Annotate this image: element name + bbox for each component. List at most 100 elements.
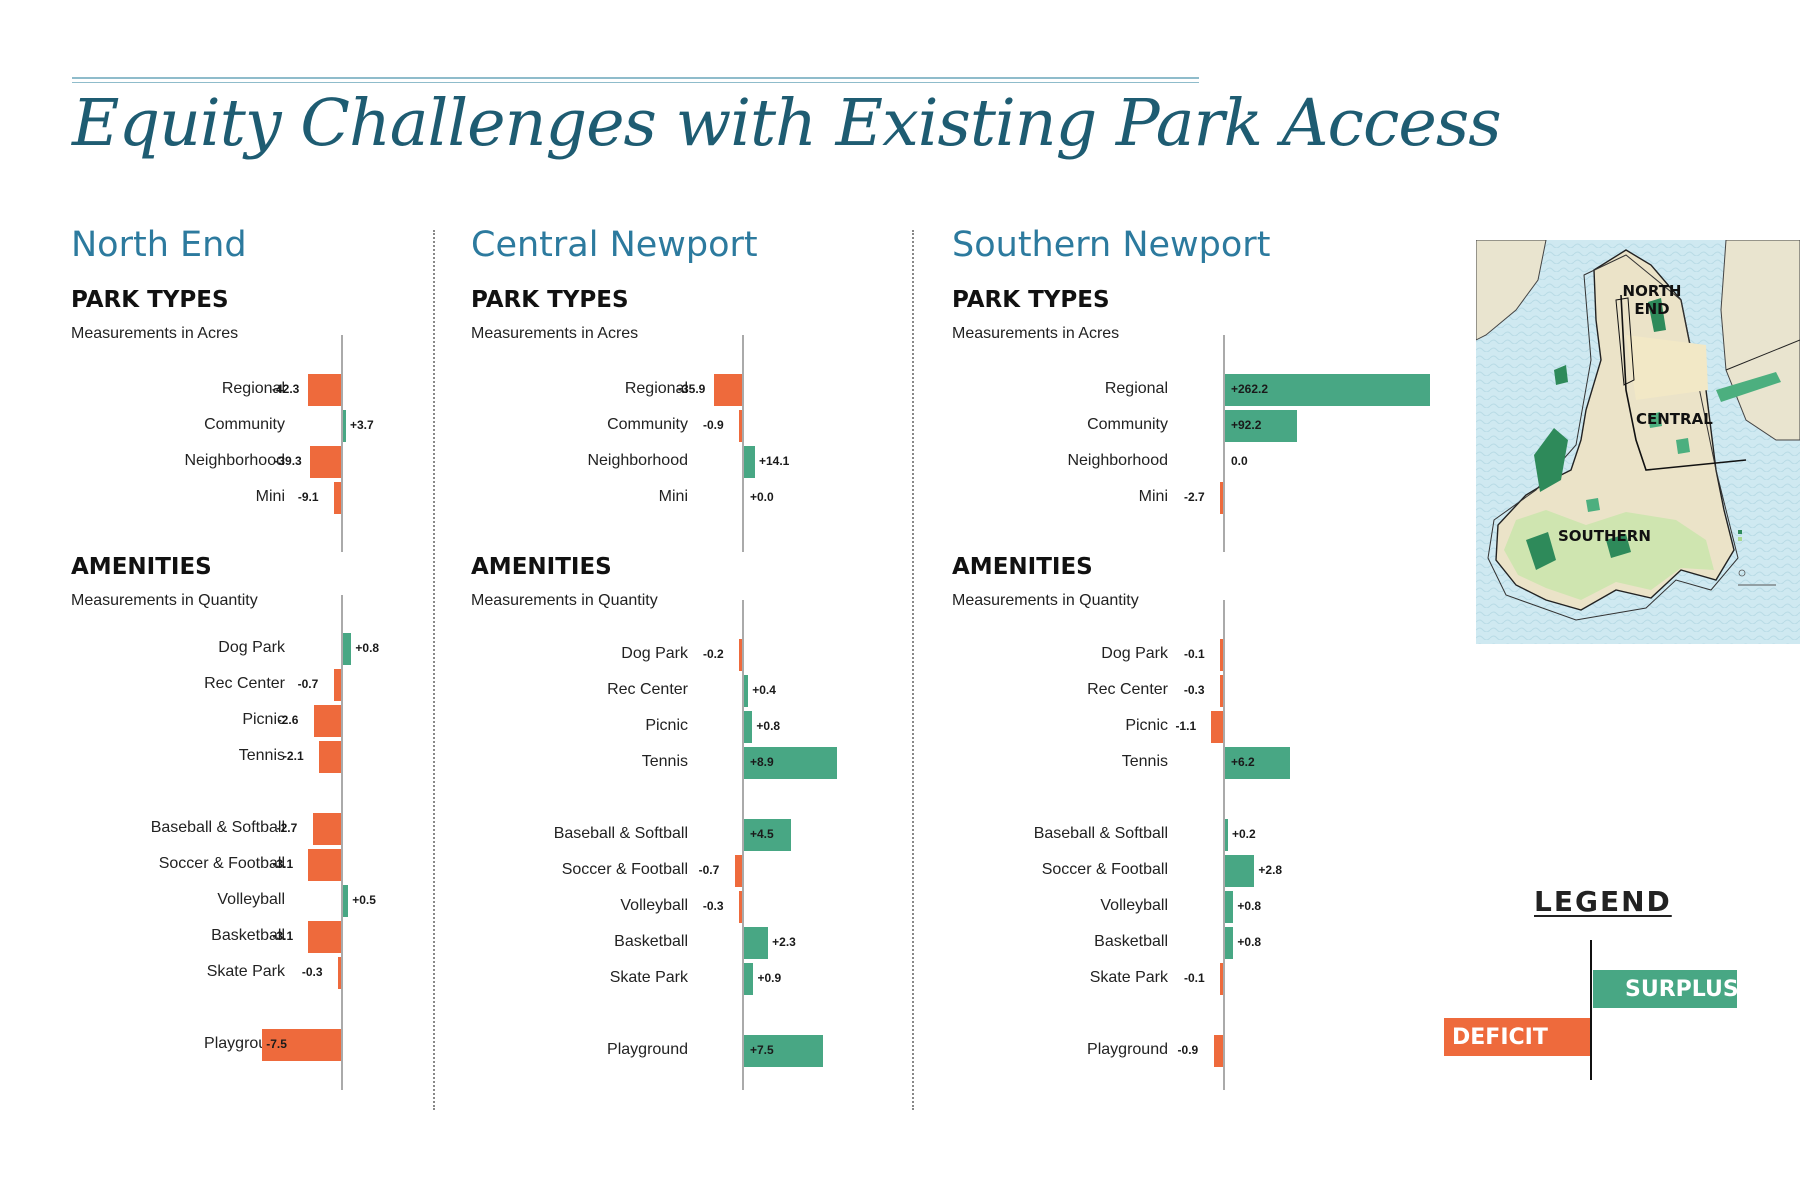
bar-amenity-central-newport-rec-center: [744, 675, 749, 707]
bar-amenity-central-newport-soccer-and-football: [734, 855, 742, 887]
category-label-amenity-central-newport-tennis: Tennis: [641, 753, 688, 770]
bar-amenity-north-end-tennis: [318, 741, 341, 773]
bar-amenity-north-end-skate-park: [337, 957, 341, 989]
column-divider-2: [912, 230, 914, 1110]
value-label-amenity-north-end-tennis: -2.1: [282, 749, 304, 763]
axis-amenities-north-end: [341, 595, 343, 1090]
value-label-amenity-central-newport-soccer-and-football: -0.7: [698, 863, 720, 877]
category-label-amenity-central-newport-baseball-and-softball: Baseball & Softball: [553, 825, 688, 842]
value-label-park-southern-newport-regional: +262.2: [1231, 382, 1269, 396]
axis-park-types-central-newport: [742, 335, 744, 552]
category-label-amenity-central-newport-skate-park: Skate Park: [609, 969, 688, 986]
legend-surplus: SURPLUS: [1593, 970, 1739, 1008]
category-label-amenity-southern-newport-baseball-and-softball: Baseball & Softball: [1033, 825, 1168, 842]
section-title-park-types-southern-newport: PARK TYPES: [952, 287, 1110, 313]
bar-amenity-southern-newport-skate-park: [1220, 963, 1223, 995]
bar-amenity-central-newport-picnic: [744, 711, 753, 743]
category-label-amenity-north-end-soccer-and-football: Soccer & Football: [158, 855, 285, 872]
category-label-amenity-central-newport-basketball: Basketball: [614, 933, 688, 950]
bar-amenity-southern-newport-rec-center: [1219, 675, 1223, 707]
bar-amenity-north-end-basketball: [308, 921, 341, 953]
map-label-north-end: NORTH END: [1622, 282, 1682, 318]
value-label-amenity-north-end-volleyball: +0.5: [352, 893, 376, 907]
section-units-amenities-southern-newport: Measurements in Quantity: [952, 592, 1139, 609]
value-label-amenity-southern-newport-baseball-and-softball: +0.2: [1232, 827, 1256, 841]
value-label-amenity-central-newport-rec-center: +0.4: [752, 683, 776, 697]
value-label-amenity-southern-newport-skate-park: -0.1: [1184, 971, 1205, 985]
region-title-southern-newport: Southern Newport: [952, 225, 1271, 265]
bar-park-southern-newport-mini: [1220, 482, 1223, 514]
value-label-amenity-central-newport-baseball-and-softball: +4.5: [750, 827, 774, 841]
category-label-amenity-southern-newport-rec-center: Rec Center: [1087, 681, 1168, 698]
value-label-amenity-southern-newport-basketball: +0.8: [1237, 935, 1262, 949]
value-label-amenity-north-end-skate-park: -0.3: [301, 965, 323, 979]
value-label-amenity-central-newport-skate-park: +0.9: [757, 971, 782, 985]
bar-amenity-central-newport-baseball-and-softball: [744, 819, 792, 851]
value-label-amenity-central-newport-tennis: +8.9: [750, 755, 774, 769]
category-label-amenity-central-newport-rec-center: Rec Center: [607, 681, 688, 698]
value-label-park-central-newport-neighborhood: +14.1: [758, 454, 790, 468]
bar-amenity-southern-newport-picnic: [1211, 711, 1223, 743]
category-label-park-north-end-regional: Regional: [221, 380, 285, 397]
category-label-amenity-central-newport-volleyball: Volleyball: [620, 897, 688, 914]
axis-park-types-southern-newport: [1223, 335, 1225, 552]
value-label-amenity-central-newport-basketball: +2.3: [772, 935, 796, 949]
bar-park-southern-newport-community: [1225, 410, 1297, 442]
category-label-park-southern-newport-community: Community: [1087, 416, 1168, 433]
bar-park-north-end-mini: [333, 482, 341, 514]
value-label-park-central-newport-regional: -35.9: [677, 382, 706, 396]
bar-amenity-southern-newport-soccer-and-football: [1225, 855, 1255, 887]
category-label-amenity-north-end-rec-center: Rec Center: [204, 675, 285, 692]
category-label-amenity-southern-newport-skate-park: Skate Park: [1089, 969, 1168, 986]
value-label-amenity-north-end-basketball: -3.1: [272, 929, 294, 943]
legend-deficit: DEFICIT: [1444, 1018, 1592, 1056]
bar-amenity-central-newport-basketball: [744, 927, 769, 959]
category-label-amenity-north-end-picnic: Picnic: [242, 711, 285, 728]
category-label-amenity-southern-newport-picnic: Picnic: [1125, 717, 1168, 734]
category-label-park-central-newport-neighborhood: Neighborhood: [587, 452, 688, 469]
category-label-park-north-end-neighborhood: Neighborhood: [184, 452, 285, 469]
category-label-amenity-north-end-skate-park: Skate Park: [206, 963, 285, 980]
value-label-amenity-north-end-rec-center: -0.7: [297, 677, 319, 691]
value-label-amenity-north-end-baseball-and-softball: -2.7: [276, 821, 298, 835]
bar-amenity-central-newport-playground: [744, 1035, 823, 1067]
newport-map: NORTH END CENTRAL SOUTHERN: [1476, 240, 1800, 644]
bar-park-central-newport-regional: [713, 374, 742, 406]
value-label-park-southern-newport-mini: -2.7: [1184, 490, 1205, 504]
map-label-central: CENTRAL: [1636, 410, 1713, 428]
axis-amenities-southern-newport: [1223, 600, 1225, 1090]
bar-amenity-north-end-rec-center: [333, 669, 341, 701]
category-label-amenity-southern-newport-volleyball: Volleyball: [1100, 897, 1168, 914]
axis-amenities-central-newport: [742, 600, 744, 1090]
category-label-amenity-central-newport-picnic: Picnic: [645, 717, 688, 734]
section-units-amenities-central-newport: Measurements in Quantity: [471, 592, 658, 609]
bar-amenity-central-newport-tennis: [744, 747, 838, 779]
bar-park-north-end-regional: [308, 374, 341, 406]
value-label-park-central-newport-mini: +0.0: [750, 490, 774, 504]
axis-park-types-north-end: [341, 335, 343, 552]
category-label-amenity-central-newport-dog-park: Dog Park: [621, 645, 688, 662]
bar-amenity-southern-newport-volleyball: [1225, 891, 1234, 923]
bar-amenity-southern-newport-baseball-and-softball: [1225, 819, 1228, 851]
value-label-amenity-central-newport-volleyball: -0.3: [702, 899, 724, 913]
section-units-amenities-north-end: Measurements in Quantity: [71, 592, 258, 609]
section-title-amenities-central-newport: AMENITIES: [471, 554, 612, 580]
category-label-park-southern-newport-regional: Regional: [1104, 380, 1168, 397]
column-divider-1: [433, 230, 435, 1110]
section-title-park-types-north-end: PARK TYPES: [71, 287, 229, 313]
value-label-park-central-newport-community: -0.9: [703, 418, 724, 432]
bar-amenity-north-end-volleyball: [343, 885, 349, 917]
bar-amenity-southern-newport-tennis: [1225, 747, 1291, 779]
value-label-park-north-end-neighborhood: -39.3: [274, 454, 302, 468]
bar-park-central-newport-neighborhood: [744, 446, 755, 478]
title-rule-top: [72, 77, 1199, 79]
section-title-amenities-southern-newport: AMENITIES: [952, 554, 1093, 580]
value-label-amenity-southern-newport-playground: -0.9: [1177, 1043, 1199, 1057]
page-title: Equity Challenges with Existing Park Acc…: [72, 86, 1502, 161]
region-title-central-newport: Central Newport: [471, 225, 758, 265]
category-label-park-north-end-mini: Mini: [255, 488, 285, 505]
bar-park-north-end-neighborhood: [310, 446, 341, 478]
bar-amenity-southern-newport-playground: [1213, 1035, 1223, 1067]
value-label-amenity-southern-newport-rec-center: -0.3: [1183, 683, 1205, 697]
value-label-amenity-southern-newport-tennis: +6.2: [1231, 755, 1255, 769]
